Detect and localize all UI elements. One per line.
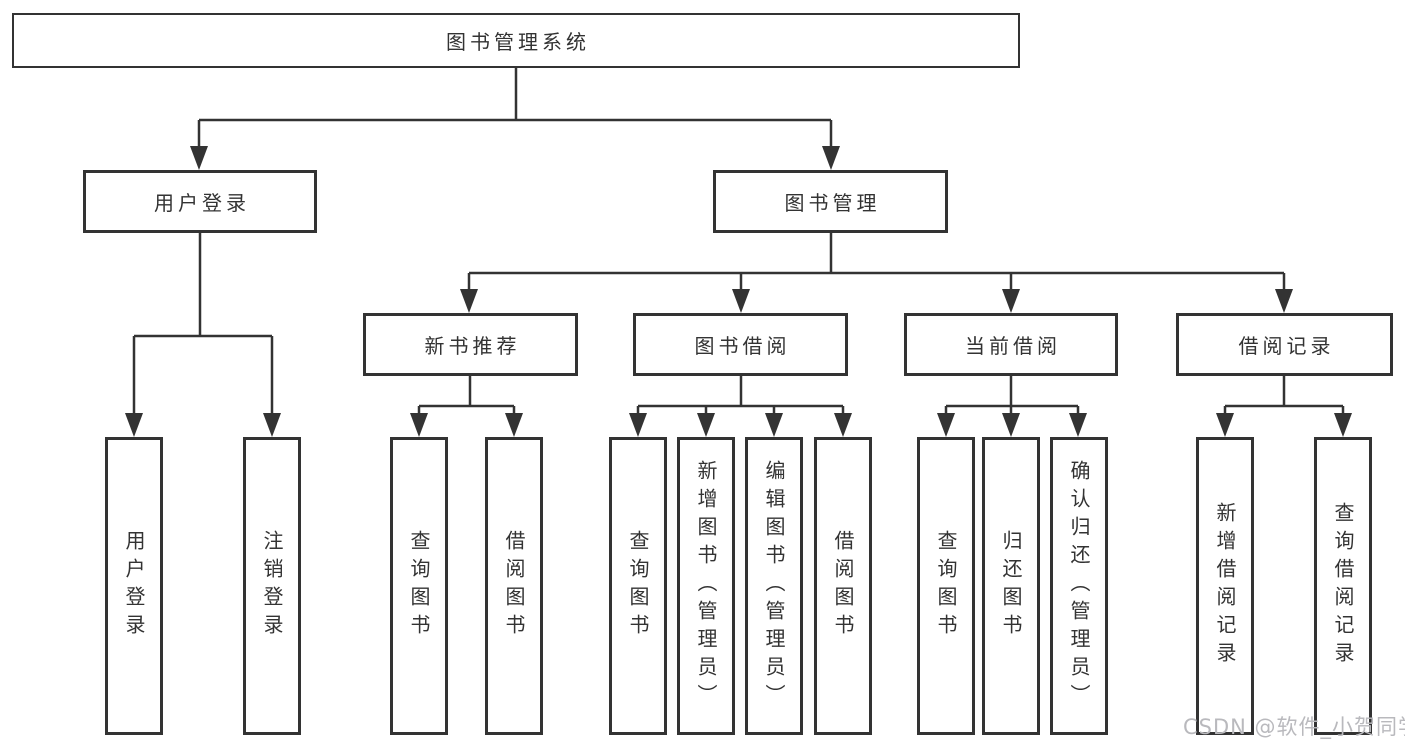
leaf-user-login-label: 用户登录: [122, 530, 146, 642]
leaf-borrow-book: 借阅图书: [814, 437, 872, 735]
node-book-borrow-label: 图书借阅: [694, 334, 791, 358]
leaf-confirm-return-admin-label: 确认归还（管理员）: [1067, 460, 1091, 712]
leaf-user-login: 用户登录: [105, 437, 163, 735]
leaf-edit-book-admin-label: 编辑图书（管理员）: [762, 460, 786, 712]
node-user-login: 用户登录: [83, 170, 317, 233]
node-book-management: 图书管理: [713, 170, 948, 233]
leaf-borrow-book-label: 借阅图书: [831, 530, 855, 642]
leaf-return-book: 归还图书: [982, 437, 1040, 735]
node-book-borrow: 图书借阅: [633, 313, 848, 376]
leaf-add-book-admin: 新增图书（管理员）: [677, 437, 735, 735]
leaf-logout: 注销登录: [243, 437, 301, 735]
leaf-confirm-return-admin: 确认归还（管理员）: [1050, 437, 1108, 735]
leaf-borrow-query-book-label: 查询图书: [626, 530, 650, 642]
leaf-newrec-query-book-label: 查询图书: [407, 530, 431, 642]
node-borrow-record-label: 借阅记录: [1238, 334, 1335, 358]
leaf-return-book-label: 归还图书: [999, 530, 1023, 642]
leaf-newrec-query-book: 查询图书: [390, 437, 448, 735]
leaf-query-borrow-record: 查询借阅记录: [1314, 437, 1372, 735]
node-book-management-label: 图书管理: [784, 191, 881, 215]
leaf-logout-label: 注销登录: [260, 530, 284, 642]
leaf-add-book-admin-label: 新增图书（管理员）: [694, 460, 718, 712]
node-user-login-label: 用户登录: [154, 191, 250, 215]
node-current-borrow-label: 当前借阅: [965, 334, 1061, 358]
leaf-add-borrow-record-label: 新增借阅记录: [1213, 502, 1237, 670]
node-current-borrow: 当前借阅: [904, 313, 1118, 376]
node-root-label: 图书管理系统: [446, 30, 590, 54]
leaf-newrec-borrow-book: 借阅图书: [485, 437, 543, 735]
node-root: 图书管理系统: [12, 13, 1020, 68]
connector-paths: [132, 68, 1345, 417]
node-new-book-recommend: 新书推荐: [363, 313, 578, 376]
leaf-borrow-query-book: 查询图书: [609, 437, 667, 735]
leaf-add-borrow-record: 新增借阅记录: [1196, 437, 1254, 735]
leaf-edit-book-admin: 编辑图书（管理员）: [745, 437, 803, 735]
leaf-newrec-borrow-book-label: 借阅图书: [502, 530, 526, 642]
watermark: CSDN @软件_小贺同学: [1183, 715, 1405, 739]
arrowheads: [125, 146, 1352, 437]
node-borrow-record: 借阅记录: [1176, 313, 1393, 376]
node-new-book-recommend-label: 新书推荐: [424, 334, 521, 358]
leaf-current-query-book-label: 查询图书: [934, 530, 958, 642]
leaf-query-borrow-record-label: 查询借阅记录: [1331, 502, 1355, 670]
leaf-current-query-book: 查询图书: [917, 437, 975, 735]
